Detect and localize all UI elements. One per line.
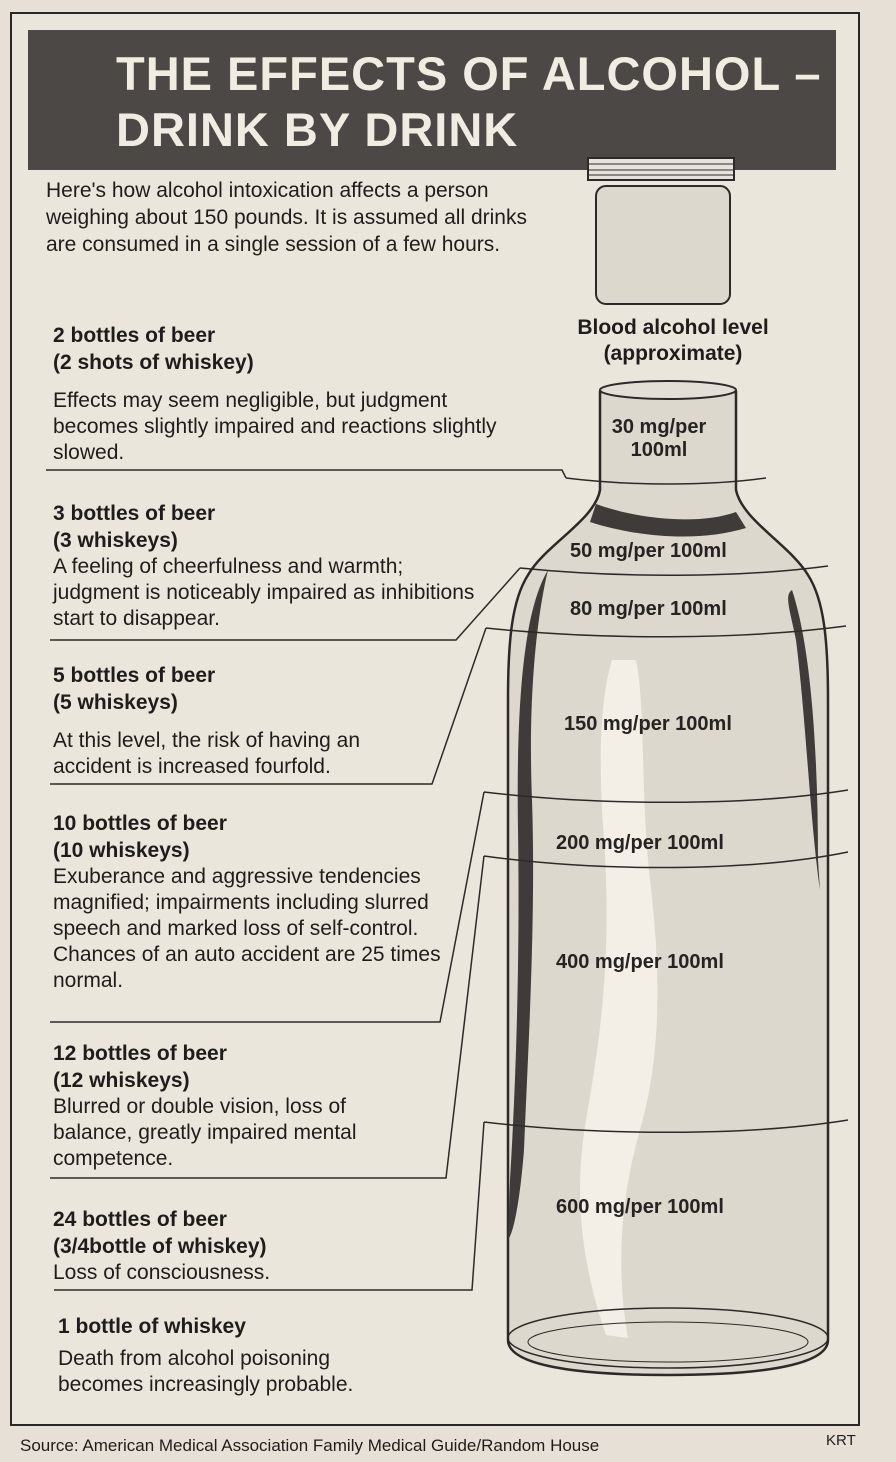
effect-drinks: 1 bottle of whiskey <box>58 1315 246 1338</box>
level-label-200: 200 mg/per 100ml <box>556 832 724 854</box>
bottle-cap <box>587 157 735 181</box>
effect-block-5: 12 bottles of beer (12 whiskeys) Blurred… <box>53 1040 463 1172</box>
effect-equivalent: (10 whiskeys) <box>53 839 190 862</box>
effect-block-3: 5 bottles of beer (5 whiskeys) At this l… <box>53 662 463 780</box>
level-label-600: 600 mg/per 100ml <box>556 1196 724 1218</box>
effect-description: Death from alcohol poisoning becomes inc… <box>58 1347 354 1396</box>
bac-heading: Blood alcohol level (approximate) <box>548 315 798 367</box>
level-label-30-line-1: 30 mg/per <box>611 416 707 438</box>
leader-line-6 <box>54 1121 485 1291</box>
effect-equivalent: (3 whiskeys) <box>53 529 178 552</box>
effect-drinks: 24 bottles of beer <box>53 1208 227 1231</box>
level-label-400: 400 mg/per 100ml <box>556 951 724 973</box>
effect-description: At this level, the risk of having an acc… <box>53 729 360 778</box>
effect-description: A feeling of cheerfulness and warmth; ju… <box>53 555 475 630</box>
leader-line-5 <box>50 855 485 1179</box>
effect-equivalent: (12 whiskeys) <box>53 1069 190 1092</box>
effect-equivalent: (3/4bottle of whiskey) <box>53 1235 267 1258</box>
effect-equivalent: (2 shots of whiskey) <box>53 351 254 374</box>
intro-text: Here's how alcohol intoxication affects … <box>46 179 527 256</box>
level-label-150: 150 mg/per 100ml <box>564 713 732 735</box>
effect-drinks: 10 bottles of beer <box>53 812 227 835</box>
source-citation: Source: American Medical Association Fam… <box>20 1436 600 1455</box>
effect-description: Exuberance and aggressive tendencies mag… <box>53 865 441 992</box>
effect-block-6: 24 bottles of beer (3/4bottle of whiskey… <box>53 1206 463 1286</box>
level-label-50: 50 mg/per 100ml <box>570 540 727 562</box>
level-label-80: 80 mg/per 100ml <box>570 598 727 620</box>
effect-drinks: 12 bottles of beer <box>53 1042 227 1065</box>
effect-drinks: 2 bottles of beer <box>53 324 216 347</box>
effect-description: Effects may seem negligible, but judgmen… <box>53 389 497 464</box>
level-label-30-line-2: 100ml <box>630 439 688 461</box>
effect-description: Blurred or double vision, loss of balanc… <box>53 1095 357 1170</box>
effect-description: Loss of consciousness. <box>53 1261 271 1284</box>
effect-block-4: 10 bottles of beer (10 whiskeys) Exubera… <box>53 810 463 994</box>
leader-line-3 <box>50 627 487 785</box>
bac-heading-line-2: (approximate) <box>603 342 743 365</box>
title-line-1: THE EFFECTS OF ALCOHOL – <box>116 47 822 100</box>
bottle-top <box>595 185 731 305</box>
leader-line-2 <box>50 567 521 641</box>
leader-line-4 <box>50 791 485 1023</box>
effect-drinks: 3 bottles of beer <box>53 502 216 525</box>
effect-block-7: 1 bottle of whiskey Death from alcohol p… <box>58 1313 468 1398</box>
effect-block-1: 2 bottles of beer (2 shots of whiskey) E… <box>53 322 513 466</box>
effect-block-2: 3 bottles of beer (3 whiskeys) A feeling… <box>53 500 474 632</box>
title-line-2: DRINK BY DRINK <box>116 103 519 156</box>
credit-label: KRT <box>826 1432 856 1449</box>
leader-line-1 <box>46 469 567 479</box>
effect-drinks: 5 bottles of beer <box>53 664 216 687</box>
bac-heading-line-1: Blood alcohol level <box>577 316 769 339</box>
title-bar: THE EFFECTS OF ALCOHOL – DRINK BY DRINK <box>28 30 836 170</box>
level-label-30: 30 mg/per 100ml <box>600 416 718 462</box>
effect-equivalent: (5 whiskeys) <box>53 691 178 714</box>
